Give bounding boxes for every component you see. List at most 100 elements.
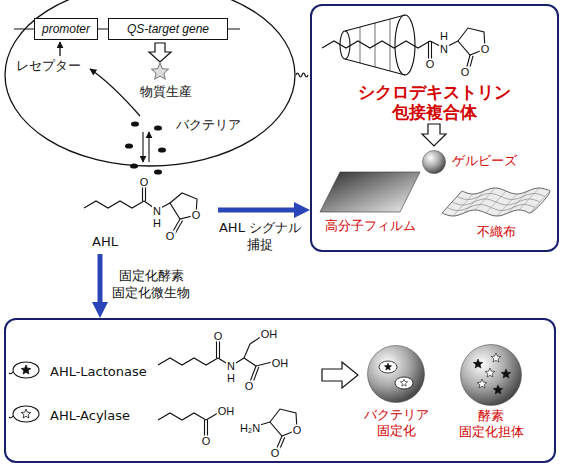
atom-label: O bbox=[270, 448, 281, 459]
bead-sphere: バクテリア 固定化 bbox=[367, 345, 425, 403]
star-symbol bbox=[21, 409, 31, 418]
atom-label: O bbox=[425, 59, 436, 70]
atom-label: N bbox=[439, 44, 449, 55]
ahl-dots bbox=[154, 125, 162, 130]
product-structure bbox=[158, 336, 297, 451]
signal-arrow bbox=[98, 254, 103, 310]
node-text: AHL-Acylase bbox=[50, 408, 130, 424]
atom-label: O bbox=[213, 331, 224, 342]
node-text: AHL-Lactonase bbox=[50, 364, 147, 380]
polymer-film: 高分子フィルム bbox=[320, 172, 420, 212]
star-symbol bbox=[21, 365, 31, 374]
node-text: ゲルビーズ bbox=[452, 153, 517, 169]
node-text: バクテリア 固定化 bbox=[364, 407, 429, 438]
bead-sphere: 酵素 固定化担体 bbox=[460, 344, 522, 406]
ahl-structure bbox=[145, 186, 146, 201]
node-text: シクロデキストリン 包接複合体 bbox=[358, 82, 511, 123]
gene-box: QS-target gene bbox=[108, 18, 228, 40]
atom-label: O bbox=[480, 44, 491, 55]
complex-structure bbox=[431, 41, 432, 59]
atom-label: OH bbox=[260, 329, 279, 340]
node-text: QS-target gene bbox=[109, 22, 227, 37]
enzyme-icon bbox=[13, 362, 39, 378]
product-structure bbox=[216, 341, 217, 358]
nonwoven-sheet: 不織布 bbox=[442, 186, 550, 218]
flagellum bbox=[296, 73, 308, 77]
ahl-structure bbox=[175, 221, 183, 235]
transport-arrows bbox=[148, 132, 149, 162]
cyclodextrin bbox=[360, 27, 361, 63]
node-text: レセプター bbox=[16, 58, 81, 74]
enzyme-icon bbox=[9, 362, 39, 422]
gene-box: promoter bbox=[34, 18, 98, 40]
ahl-dots bbox=[125, 121, 166, 174]
ahl-structure bbox=[84, 201, 144, 208]
ahl-dots bbox=[158, 147, 166, 152]
signal-arrow bbox=[218, 208, 302, 213]
atom-label: N bbox=[152, 206, 162, 217]
node-text: 酵素 固定化担体 bbox=[459, 408, 524, 439]
bacterium-cell: promoter QS-target gene レセプター物質生産 bbox=[4, 0, 296, 167]
atom-label: O bbox=[244, 381, 255, 392]
transport-arrows bbox=[142, 132, 143, 162]
hollow-arrow bbox=[422, 124, 446, 146]
node-text: 高分子フィルム bbox=[325, 218, 416, 234]
bead-sphere-outline bbox=[460, 344, 522, 406]
cell-label: バクテリア bbox=[175, 118, 242, 131]
atom-label: O bbox=[460, 67, 471, 78]
atom-label: H bbox=[226, 373, 236, 384]
ahl-structure bbox=[142, 186, 143, 201]
atom-label: OH bbox=[271, 358, 290, 369]
atom-label: O bbox=[191, 210, 202, 221]
product-structure bbox=[244, 344, 250, 358]
bead-sphere-outline bbox=[367, 345, 425, 403]
product-arrow bbox=[149, 43, 171, 62]
product-structure bbox=[256, 362, 272, 366]
gel-bead-outline bbox=[422, 150, 446, 174]
node-text: 不織布 bbox=[477, 224, 516, 240]
receptor-arrow bbox=[59, 42, 60, 56]
hollow-arrow bbox=[322, 362, 358, 388]
enzyme-icon bbox=[9, 372, 13, 374]
quench-panel: バクテリア 固定化酵素 固定化担体AHL-LactonaseAHL-Acylas… bbox=[4, 318, 556, 463]
receptor-arrow bbox=[90, 69, 140, 116]
atom-label: O bbox=[292, 425, 303, 436]
atom-label: H bbox=[439, 31, 449, 42]
node-text: 物質生産 bbox=[140, 84, 192, 100]
node-text: AHL bbox=[92, 234, 118, 250]
product-arrow bbox=[149, 43, 171, 62]
edge-label: AHL シグナル 捕捉 bbox=[214, 220, 306, 254]
product-structure bbox=[158, 413, 206, 420]
atom-label: O bbox=[201, 436, 212, 447]
complex-structure bbox=[322, 41, 430, 48]
ahl-dots bbox=[131, 121, 139, 126]
atom-label: H₂N bbox=[239, 423, 261, 434]
ahl-dots bbox=[154, 169, 162, 174]
polymer-film-outline bbox=[320, 172, 420, 212]
hollow-arrow bbox=[422, 124, 446, 146]
product-structure bbox=[204, 420, 205, 437]
nonwoven-sheet-outline bbox=[442, 186, 550, 218]
ahl-structure bbox=[84, 186, 197, 235]
capture-panel: ゲルビーズ高分子フィルム不織布シクロデキストリン 包接複合体 bbox=[310, 4, 559, 252]
star-symbol bbox=[21, 63, 168, 418]
product-structure bbox=[158, 358, 218, 365]
complex-structure bbox=[428, 41, 429, 59]
enzyme-icon bbox=[13, 406, 39, 422]
ahl-dots bbox=[125, 143, 133, 148]
atom-label: N bbox=[226, 361, 236, 372]
flagellum bbox=[296, 73, 308, 77]
atom-label: H bbox=[152, 218, 162, 229]
node-text: promoter bbox=[35, 22, 97, 37]
atom-label: O bbox=[139, 177, 150, 188]
edge-label: 固定化酵素 固定化微生物 bbox=[112, 268, 190, 302]
product-structure bbox=[244, 358, 256, 366]
product-structure bbox=[219, 341, 220, 358]
receptor-arrow bbox=[60, 42, 140, 116]
star-symbol bbox=[151, 63, 168, 79]
hollow-arrow bbox=[322, 362, 358, 388]
atom-label: OH bbox=[217, 406, 236, 417]
gel-bead: ゲルビーズ bbox=[422, 150, 446, 174]
transport-arrows bbox=[143, 132, 149, 162]
